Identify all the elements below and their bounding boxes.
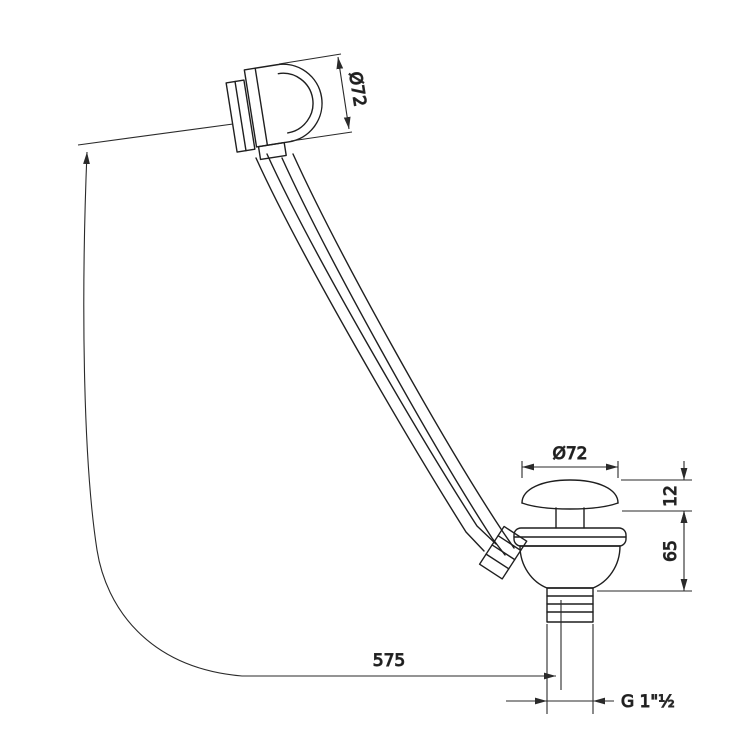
drain-cap — [521, 479, 619, 529]
dim-overflow-diameter: Ø72 — [278, 53, 370, 142]
dim-length: 575 — [77, 123, 562, 690]
dim-length-label: 575 — [373, 651, 405, 671]
dim-body-height: 65 — [597, 511, 692, 592]
overflow-cable — [255, 153, 515, 556]
overflow-fitting — [225, 63, 323, 161]
dim-body-height-label: 65 — [661, 540, 681, 562]
dim-drain-diameter: Ø72 — [521, 443, 619, 478]
drain-body — [513, 527, 627, 589]
dim-drain-diameter-label: Ø72 — [552, 444, 587, 464]
overflow-knob-cap — [243, 63, 323, 148]
dim-cap-height: 12 — [621, 461, 692, 530]
drain-tailpiece-thread — [546, 587, 594, 623]
dim-overflow-diameter-label: Ø72 — [344, 70, 369, 108]
dim-cap-height-label: 12 — [661, 485, 681, 507]
pop-up-waste — [513, 479, 627, 623]
dim-thread: G 1"½ — [506, 624, 675, 714]
overflow-elbow — [257, 141, 287, 161]
dim-thread-label: G 1"½ — [621, 692, 675, 712]
